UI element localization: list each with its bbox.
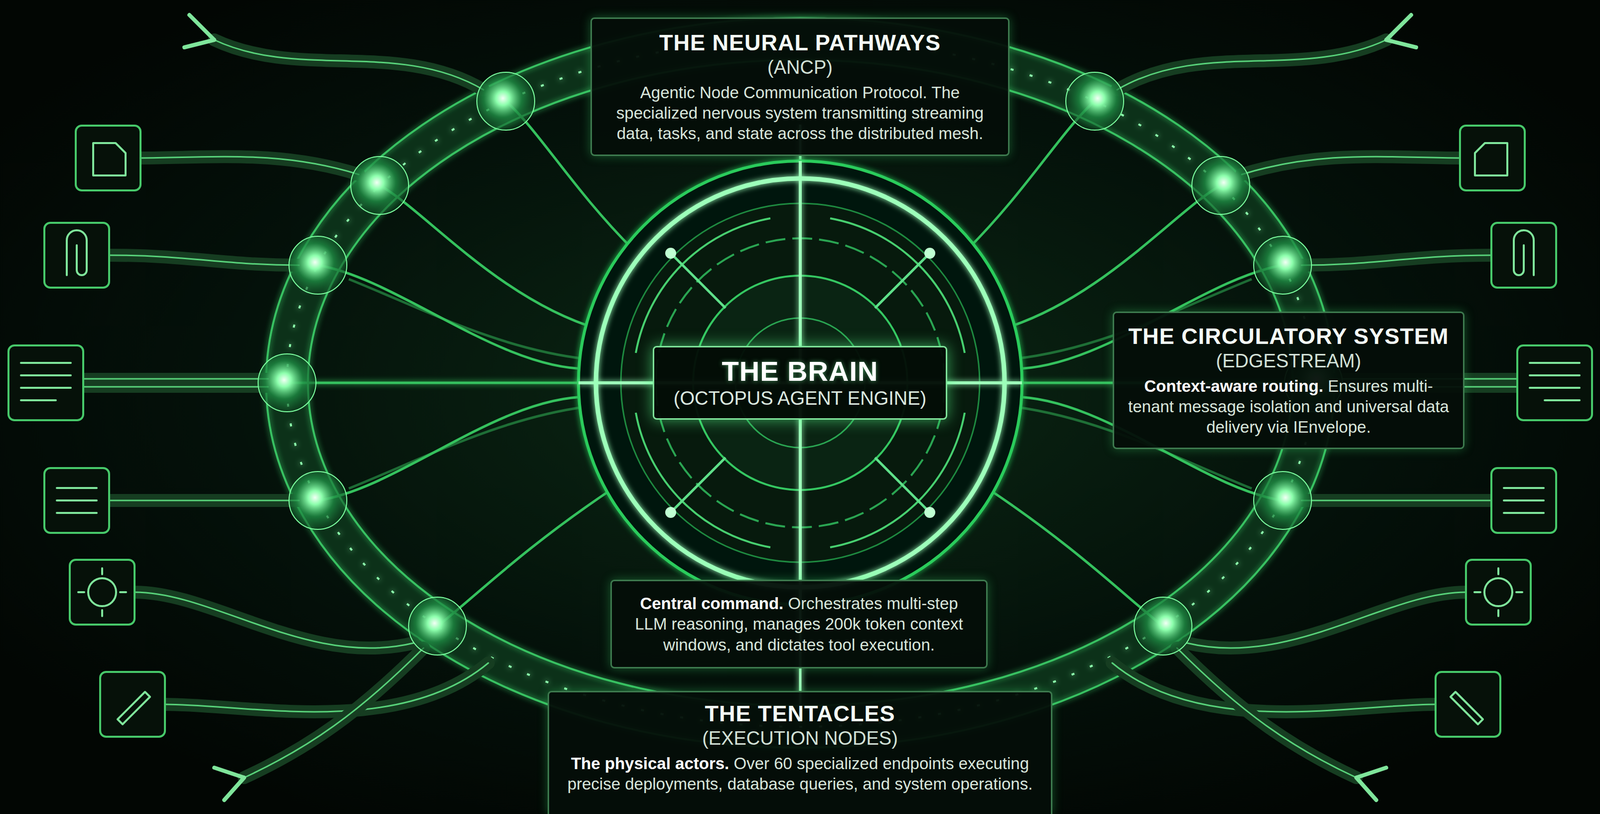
glow-orb	[350, 156, 409, 215]
body-text: Agentic Node Communication Protocol. The…	[616, 83, 984, 144]
panel-subtitle: (OCTOPUS AGENT ENGINE)	[666, 387, 934, 411]
brain-dot	[924, 506, 936, 518]
core-title-box: THE BRAIN(OCTOPUS AGENT ENGINE)	[652, 345, 948, 420]
glow-orb	[258, 353, 316, 412]
info-panel: THE CIRCULATORY SYSTEM(EDGESTREAM)Contex…	[1112, 311, 1465, 449]
glow-orb	[408, 596, 467, 655]
gear-glyph	[78, 568, 127, 616]
info-panel: THE NEURAL PATHWAYS(ANCP) Agentic Node Co…	[590, 17, 1010, 156]
inner-wire	[379, 185, 598, 329]
tentacle-arm-highlight	[214, 39, 484, 90]
cable-highlight	[164, 662, 489, 712]
clip-glyph	[66, 230, 87, 276]
info-panel: THE TENTACLES(EXECUTION NODES)The physic…	[547, 690, 1053, 814]
panel-title: THE CIRCULATORY SYSTEM	[1126, 322, 1452, 350]
inner-wire	[317, 396, 588, 501]
tentacle-arm-highlight	[244, 647, 424, 778]
tool-icon	[44, 467, 110, 533]
claw	[184, 14, 215, 48]
inner-wire	[348, 406, 586, 489]
claw	[214, 767, 245, 800]
cable-highlight	[134, 591, 414, 648]
panel-title: THE BRAIN	[666, 355, 934, 388]
panel-subtitle: (EXECUTION NODES)	[561, 727, 1039, 750]
panel-subtitle: (ANCP)	[603, 56, 997, 80]
cable-highlight	[109, 255, 299, 266]
pen-glyph	[117, 691, 150, 725]
inner-wire	[437, 488, 613, 626]
body-paragraph: Context-aware routing.Ensures multi-tena…	[1126, 375, 1452, 438]
brain-dot	[665, 506, 677, 518]
panel-title: THE NEURAL PATHWAYS	[603, 29, 997, 57]
glow-orb	[476, 72, 535, 131]
inner-wire	[348, 279, 586, 359]
cable	[83, 372, 269, 393]
cable	[109, 493, 299, 507]
right-half	[967, 14, 1593, 800]
list-glyph	[56, 487, 97, 513]
tool-icon	[100, 671, 165, 737]
cable	[109, 255, 299, 266]
cable	[134, 591, 414, 648]
brain-cross	[578, 160, 1022, 605]
description-box: Central command.Orchestrates multi-step …	[610, 579, 988, 669]
tentacle-arm	[214, 39, 484, 90]
body-paragraph: Central command.Orchestrates multi-step …	[623, 592, 975, 655]
lead-phrase: Context-aware routing.	[1144, 376, 1323, 396]
tool-icon	[8, 345, 84, 421]
lead-phrase: The physical actors.	[571, 753, 729, 773]
brain-core	[578, 160, 1022, 605]
lead-phrase: Central command.	[639, 593, 784, 613]
panel-subtitle: (EDGESTREAM)	[1126, 349, 1452, 373]
cable-highlight	[83, 378, 269, 387]
tool-icon	[69, 559, 135, 625]
panel-title: THE TENTACLES	[561, 700, 1039, 728]
cable-highlight	[109, 499, 299, 502]
inner-wire	[317, 265, 588, 369]
glow-orb	[289, 236, 347, 294]
body-paragraph: Agentic Node Communication Protocol. The…	[603, 82, 997, 145]
brain-dot	[924, 247, 936, 259]
cable	[140, 156, 359, 175]
log-glyph	[20, 362, 71, 401]
brain-ring	[578, 160, 1022, 605]
tool-icon	[44, 222, 110, 288]
body-paragraph: The physical actors.Over 60 specialized …	[561, 752, 1039, 795]
tool-icon	[75, 125, 141, 191]
file-glyph	[93, 143, 126, 176]
cable-highlight	[140, 156, 359, 175]
cable	[164, 662, 489, 712]
gear-glyph	[88, 578, 117, 606]
inner-wire	[287, 381, 586, 385]
left-half	[8, 14, 633, 800]
glow-orb	[289, 471, 347, 530]
brain-dot	[665, 247, 677, 259]
tentacle-arm	[244, 647, 424, 778]
